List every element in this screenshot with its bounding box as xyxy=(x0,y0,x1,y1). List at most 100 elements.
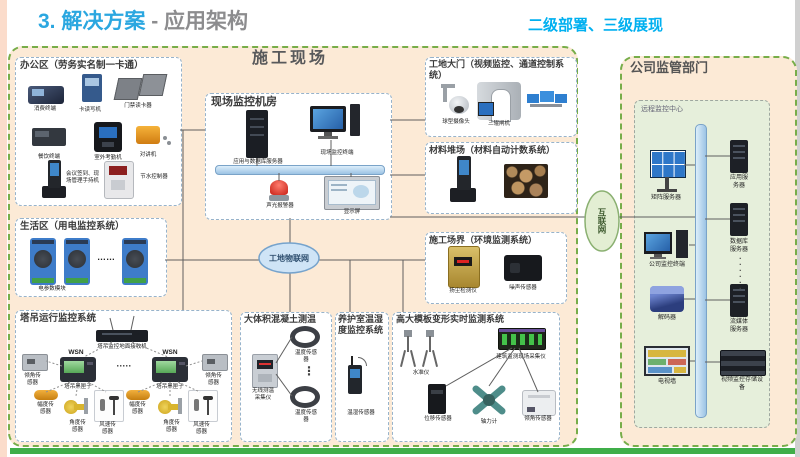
door-reader-image xyxy=(113,78,143,100)
material-box xyxy=(425,142,577,214)
power-module-image-3 xyxy=(122,238,148,285)
water-controller-label: 节水控制器 xyxy=(140,174,168,180)
monitor-collector-image xyxy=(498,328,546,350)
dining-terminal-label: 餐饮终端 xyxy=(37,154,60,160)
tilt-sensor-image-2 xyxy=(202,354,228,371)
formwork-tilt-sensor-label: 倾角传感器 xyxy=(524,416,552,422)
matrix-server-label: 矩阵服务器 xyxy=(650,195,681,201)
axial-force-meter-image xyxy=(472,384,506,416)
display-screen-image xyxy=(324,176,380,210)
internet-cloud-label: 互联网 xyxy=(597,208,607,234)
living-dots: …… xyxy=(97,252,115,262)
attendance-machine-label: 室外考勤机 xyxy=(94,155,122,161)
company-bus-bar xyxy=(695,124,707,418)
site-terminal-label: 现场监控终端 xyxy=(320,150,354,156)
wsn-label-2: WSN xyxy=(162,349,178,356)
amplitude-sensor-label-1: 幅度传感器 xyxy=(37,402,54,415)
material-handheld-image xyxy=(450,156,476,202)
level-instrument-image-2 xyxy=(421,330,439,368)
app-server-label: 应用服务器 xyxy=(729,175,748,189)
db-server-label: 数据库服务器 xyxy=(729,239,748,253)
crane-receiver-image xyxy=(96,330,148,342)
turnstile-label: 三辊闸机 xyxy=(487,121,510,127)
iot-cloud-label: 工地物联网 xyxy=(269,254,309,263)
amplitude-sensor-image-1 xyxy=(34,390,58,400)
card-writer-label: 卡读写机 xyxy=(78,107,101,113)
formwork-title: 高大模板变形实时监测系统 xyxy=(396,314,505,324)
company-terminal-label: 公司监控终端 xyxy=(648,262,685,268)
temp-sensor-coil-2 xyxy=(290,386,320,408)
tagline: 二级部署、三级展现 xyxy=(528,17,664,34)
level-instrument-image-1 xyxy=(399,330,417,368)
power-module-image-1 xyxy=(30,238,56,285)
door-reader-label: 门禁读卡器 xyxy=(124,103,152,109)
bottom-accent-bar xyxy=(10,448,795,454)
amplitude-sensor-image-2 xyxy=(126,390,150,400)
blackbox-label-2: 塔吊黑匣子 xyxy=(156,384,184,390)
page-title: 3. 解决方案 - 应用架构 xyxy=(38,5,248,35)
office-title: 办公区（劳务实名制一卡通） xyxy=(20,60,144,71)
concrete-title: 大体积混凝土测温 xyxy=(244,314,317,324)
dining-terminal-image xyxy=(32,128,66,146)
title-number: 3. xyxy=(38,10,56,33)
handheld-dock-image xyxy=(42,160,66,198)
db-server-image xyxy=(730,203,748,236)
curing-box xyxy=(335,312,389,442)
storage-device-label: 视频监控存储设备 xyxy=(721,377,764,391)
company-dots: ······ xyxy=(736,254,745,290)
gate-title: 工地大门（视频监控、通道控制系统） xyxy=(429,59,565,80)
humidity-sensor-label: 温湿传感器 xyxy=(347,410,375,416)
storage-device-image xyxy=(720,350,766,376)
pos-terminal-label: 消费终端 xyxy=(33,106,56,112)
wind-sensor-label-2: 风速传感器 xyxy=(193,422,210,435)
server-tower-image xyxy=(246,110,268,158)
turnstile-image xyxy=(477,82,521,122)
display-screen-label: 显示屏 xyxy=(343,209,361,215)
dust-detector-image xyxy=(448,246,480,288)
app-server-image xyxy=(730,140,748,173)
stream-server-image xyxy=(730,284,748,317)
intercom-label: 对讲机 xyxy=(139,152,157,158)
wind-sensor-label-1: 风速传感器 xyxy=(99,422,116,435)
temp-collector-image xyxy=(252,354,278,388)
control-room-bus-bar xyxy=(215,165,385,175)
tv-wall-label: 电视墙 xyxy=(657,379,676,385)
internet-cloud: 互联网 xyxy=(584,190,620,252)
title-sub: 应用架构 xyxy=(164,10,249,33)
iot-cloud: 工地物联网 xyxy=(258,242,320,275)
left-accent-strip xyxy=(0,0,7,457)
formwork-tilt-sensor-image xyxy=(522,390,556,416)
dome-camera-label: 球型摄像头 xyxy=(442,119,470,125)
intercom-image xyxy=(136,126,171,145)
boundary-title: 施工场界（环境监测系统） xyxy=(429,235,538,245)
remote-center-title: 远程监控中心 xyxy=(641,106,683,113)
concrete-dots: ⋮ xyxy=(302,364,316,378)
blackbox-label-1: 塔吊黑匣子 xyxy=(64,384,92,390)
pos-terminal-image xyxy=(28,86,64,104)
dome-camera-image xyxy=(441,84,471,118)
wind-sensor-image-1 xyxy=(94,390,124,422)
wsn-label-1: WSN xyxy=(68,349,84,356)
door-reader-image-2 xyxy=(138,74,168,96)
tilt-sensor-label-2: 倾角传感器 xyxy=(205,373,222,386)
axial-force-meter-label: 轴力计 xyxy=(480,419,498,425)
angle-sensor-label-1: 角度传感器 xyxy=(69,420,86,433)
humidity-sensor-image xyxy=(346,356,368,394)
tilt-sensor-image-1 xyxy=(22,354,48,371)
alarm-image xyxy=(269,180,289,202)
company-title: 公司监管部门 xyxy=(630,60,709,75)
company-terminal-image xyxy=(644,230,689,260)
displacement-sensor-image xyxy=(428,384,446,414)
material-pile-image xyxy=(504,164,548,198)
title-dash: - xyxy=(151,10,159,33)
angle-sensor-image-1 xyxy=(64,396,90,418)
construction-site-title: 施工现场 xyxy=(252,50,329,67)
attendance-machine-image xyxy=(94,122,122,152)
control-room-title: 现场监控机房 xyxy=(211,96,277,108)
angle-sensor-image-2 xyxy=(158,396,184,418)
crane-title: 塔吊运行监控系统 xyxy=(20,313,97,324)
stream-server-label: 流媒体服务器 xyxy=(729,319,748,333)
site-terminal-image xyxy=(310,104,360,140)
video-wall-image xyxy=(650,150,686,193)
